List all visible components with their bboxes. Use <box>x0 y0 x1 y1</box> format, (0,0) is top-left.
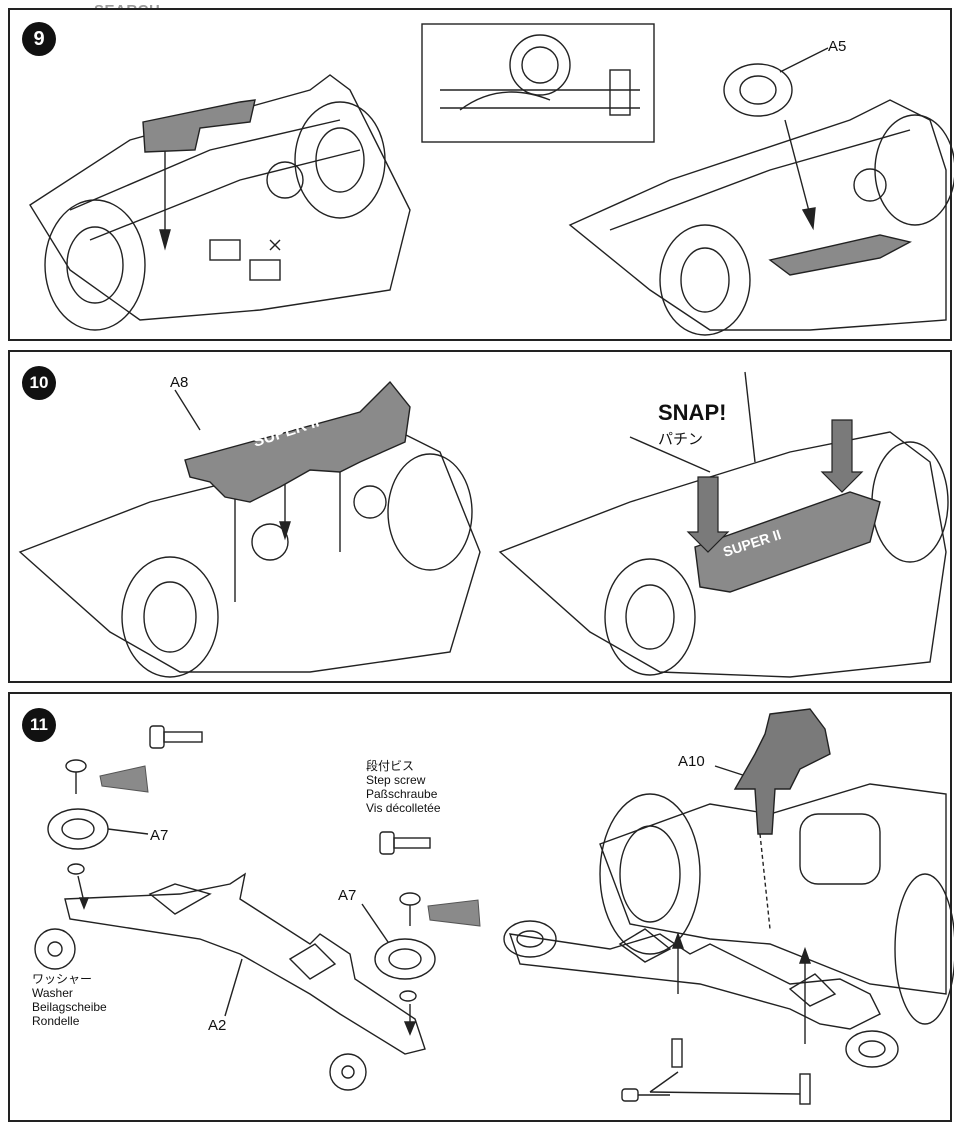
label-a7-left: A7 <box>150 827 169 844</box>
step-10-illustration: SUPER II SUPER II <box>18 371 949 678</box>
part-a10 <box>733 708 831 835</box>
part-a5 <box>723 63 793 117</box>
part-clip-right <box>768 234 912 276</box>
step-9-illustration <box>29 23 954 336</box>
press-arrow-right <box>820 419 864 493</box>
roller-a7-right <box>374 938 436 980</box>
label-a5: A5 <box>828 38 847 55</box>
step-screw-2 <box>379 831 395 855</box>
roller-a7-left <box>47 808 109 850</box>
step-screw-label: 段付ビス Step screw Paßschraube Vis décollet… <box>366 759 441 815</box>
snap-label: SNAP! <box>658 400 727 425</box>
part-a8 <box>184 380 411 503</box>
step-screw-jp: 段付ビス <box>366 759 415 773</box>
step-11-number: 11 <box>22 708 56 742</box>
part-clip-left <box>142 99 256 153</box>
screwdriver-right <box>427 899 481 927</box>
label-a7-right: A7 <box>338 887 357 904</box>
step-11-illustration <box>34 708 954 1105</box>
washer-left <box>34 928 76 970</box>
washer-bottom <box>329 1053 367 1091</box>
wheel-rear-left <box>387 453 473 571</box>
step-10-panel: 10 A8 SNAP! パチン SUP <box>8 350 952 683</box>
screwdriver-left <box>99 765 149 793</box>
wheel-front-right <box>604 558 696 676</box>
label-a8: A8 <box>170 374 189 391</box>
wheel-front-left <box>44 199 146 331</box>
screw-bottom-1 <box>671 1038 683 1068</box>
wheel-right-edge <box>894 873 954 1025</box>
chassis-left <box>29 74 411 321</box>
step-11-panel: 11 A7 A7 A2 A10 段付ビス Step screw Paßschra… <box>8 692 954 1122</box>
part-a2-installed <box>508 933 881 1030</box>
chassis-right <box>498 431 947 678</box>
wheel-front-right <box>659 224 751 336</box>
step-screw-fr: Vis décolletée <box>366 801 441 815</box>
wheel-rear-big <box>599 793 701 955</box>
label-a2: A2 <box>208 1017 227 1034</box>
washer-de: Beilagscheibe <box>32 1000 107 1014</box>
screw-bottom-2 <box>799 1073 811 1105</box>
roller-installed-right <box>845 1030 899 1068</box>
step-9-panel: 9 A5 <box>8 8 954 341</box>
washer-label: ワッシャー Washer Beilagscheibe Rondelle <box>32 972 107 1028</box>
snap-label-jp: パチン <box>658 431 704 448</box>
part-a2 <box>64 872 426 1055</box>
press-arrow-left <box>686 476 730 553</box>
detail-inset <box>421 23 655 143</box>
washer-jp: ワッシャー <box>32 972 93 986</box>
washer-fr: Rondelle <box>32 1014 80 1028</box>
label-a10: A10 <box>678 753 705 770</box>
wheel-rear-right <box>874 114 954 226</box>
roller-installed-left <box>503 920 557 958</box>
chassis-right <box>568 99 947 331</box>
washer-en: Washer <box>32 986 73 1000</box>
step-screw-de: Paßschraube <box>366 787 438 801</box>
part-a8-installed <box>694 491 881 593</box>
step-screw-1 <box>149 725 165 749</box>
wheel-rear-left <box>294 101 386 219</box>
step-screw-en: Step screw <box>366 773 426 787</box>
wheel-front-left <box>121 556 219 678</box>
step-10-number: 10 <box>22 366 56 400</box>
step-9-number: 9 <box>22 22 56 56</box>
